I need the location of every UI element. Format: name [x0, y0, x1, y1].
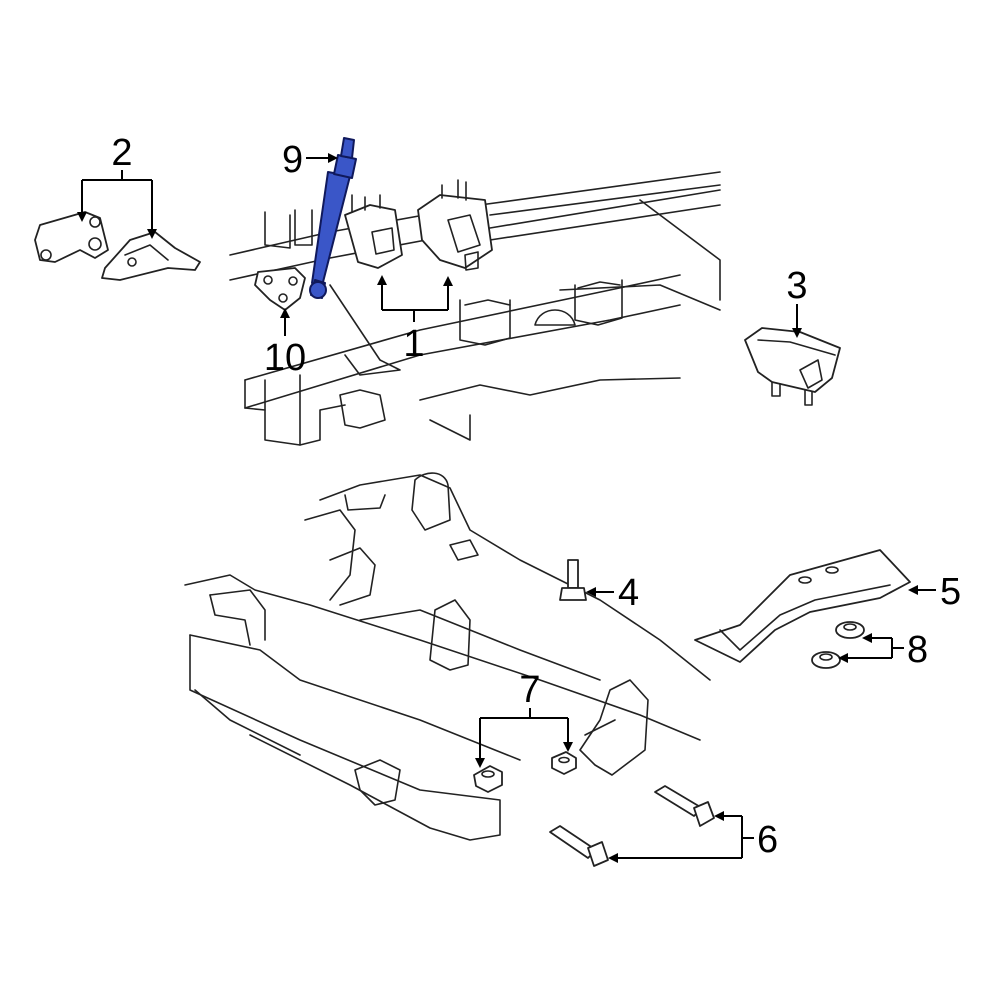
callout-9: 9 — [282, 139, 338, 181]
callout-label-2: 2 — [111, 132, 132, 174]
transmission-crossmember — [694, 549, 911, 663]
engine-mount-left — [344, 194, 403, 269]
callout-1: 1 — [377, 275, 453, 365]
nut-8-upper — [835, 621, 865, 639]
engine-damper-strut — [309, 137, 357, 299]
callout-label-7: 7 — [519, 669, 540, 711]
callout-label-4: 4 — [618, 572, 639, 614]
nut-8-lower — [811, 651, 841, 669]
callout-10: 10 — [264, 308, 306, 379]
lower-frame-assembly — [184, 472, 711, 841]
engine-mount-right — [417, 179, 493, 271]
mount-plate — [254, 267, 306, 311]
nut-7-left — [473, 765, 503, 793]
mount-bracket-right — [101, 231, 201, 281]
callout-label-3: 3 — [786, 265, 807, 307]
callout-2: 2 — [77, 132, 157, 239]
bolt-6-lower — [549, 825, 609, 867]
callout-6: 6 — [608, 811, 778, 863]
callout-label-6: 6 — [757, 819, 778, 861]
callout-5: 5 — [908, 571, 961, 613]
callout-7: 7 — [475, 669, 573, 768]
mount-bracket-left — [34, 211, 109, 263]
callout-8: 8 — [838, 629, 928, 671]
callout-label-1: 1 — [403, 323, 424, 365]
callout-label-10: 10 — [264, 337, 306, 379]
callout-label-9: 9 — [282, 139, 303, 181]
callout-label-8: 8 — [907, 629, 928, 671]
nut-7-right — [551, 751, 577, 775]
transmission-mount — [744, 327, 841, 406]
callout-label-5: 5 — [940, 571, 961, 613]
bolt-4 — [559, 559, 587, 601]
callout-3: 3 — [786, 265, 808, 338]
callout-4: 4 — [586, 572, 639, 614]
bolt-6-upper — [654, 785, 715, 827]
